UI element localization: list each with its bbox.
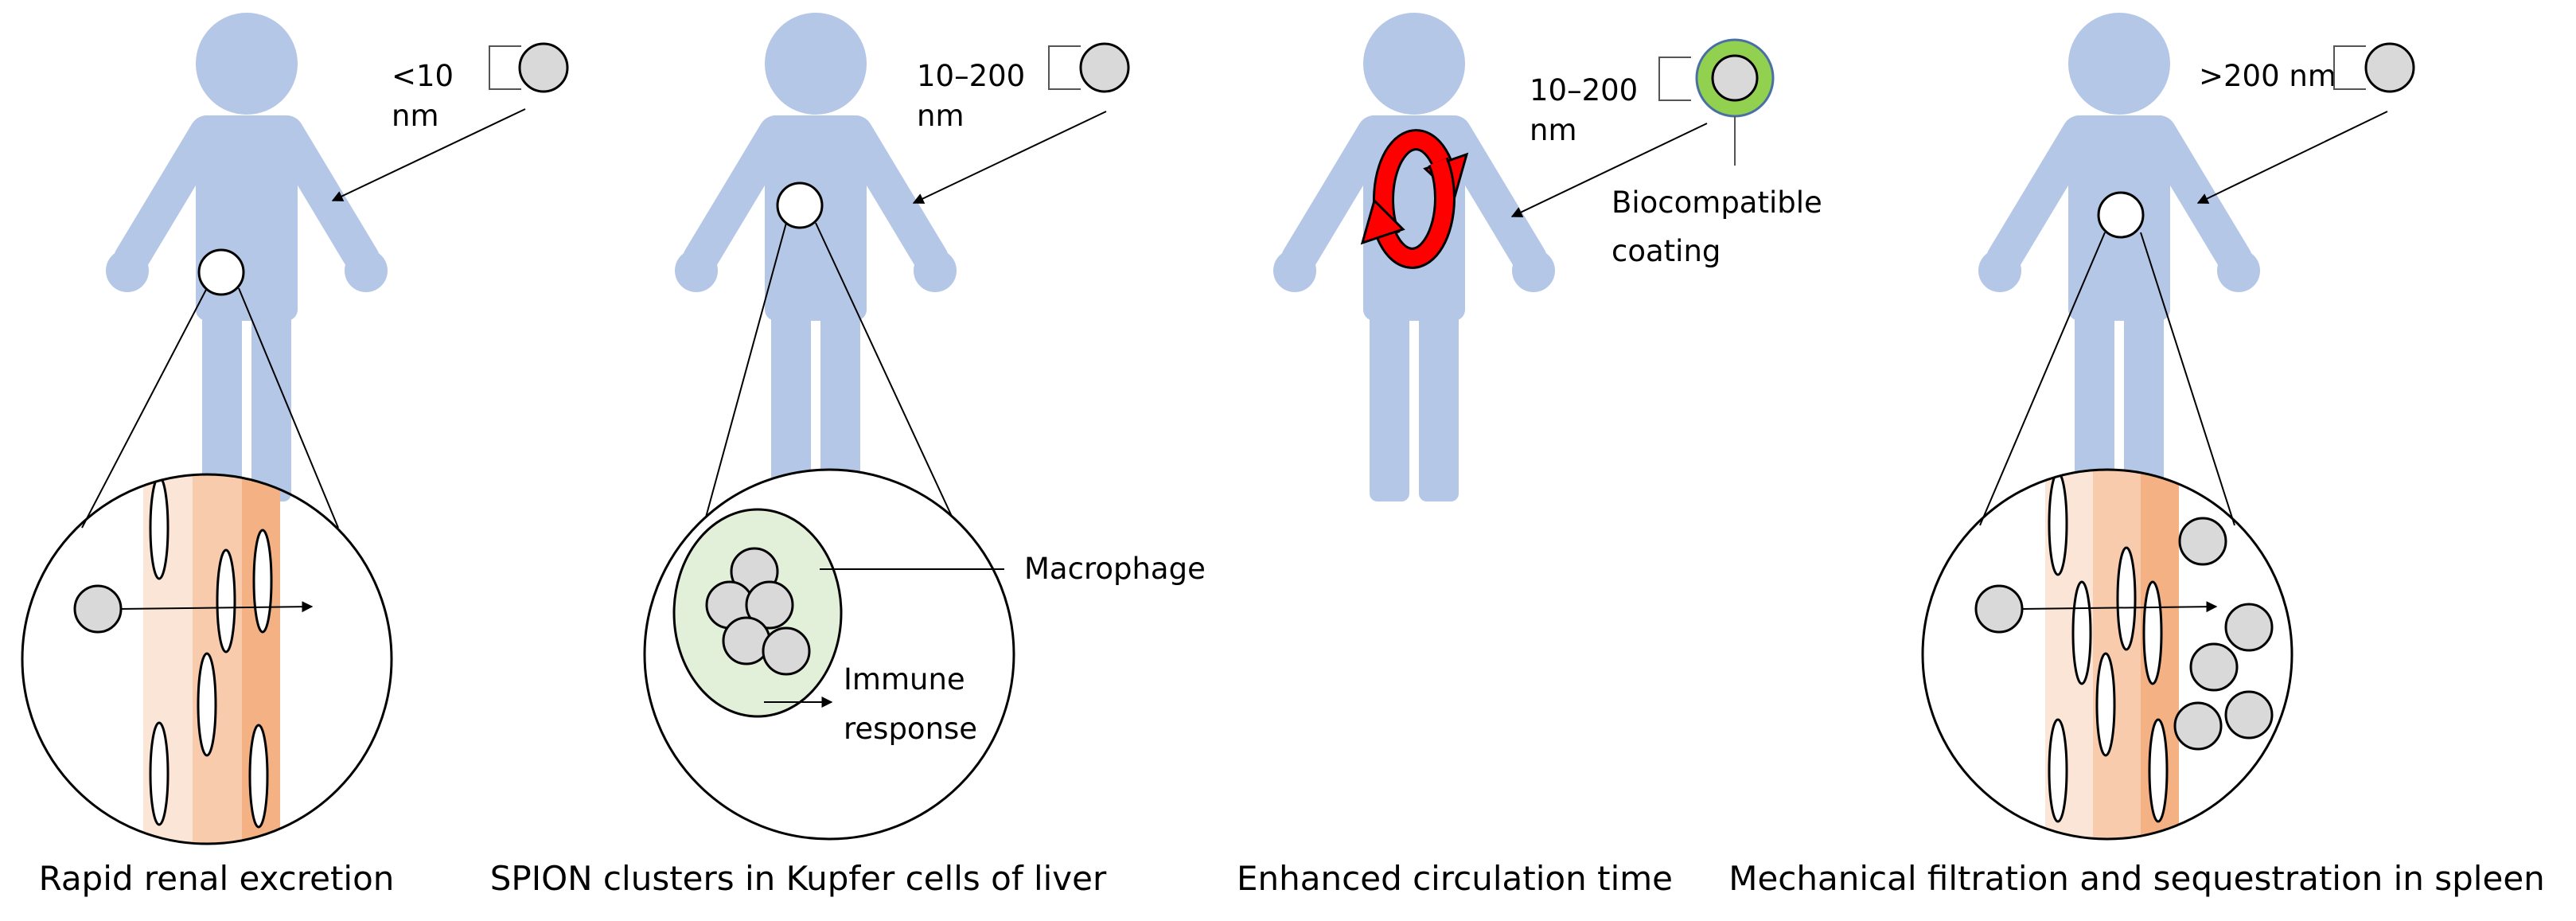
size-label-2-line2: nm	[917, 99, 965, 133]
size-bracket-2	[1048, 45, 1081, 90]
nanoparticle-4	[2364, 42, 2415, 93]
caption-1: Rapid renal excretion	[39, 859, 395, 898]
nanoparticle-core	[1711, 54, 1759, 102]
pointer-arrow-4	[2196, 111, 2388, 204]
nanoparticle-1	[518, 42, 569, 93]
macrophage-label: Macrophage	[1024, 552, 1206, 586]
caption-2: SPION clusters in Kupfer cells of liver	[490, 859, 1107, 898]
zoom-line-4a	[1979, 232, 2106, 526]
coating-label-line2: coating	[1611, 234, 1721, 268]
immune-response-label-line1: Immune	[844, 662, 965, 697]
panel-spleen: >200 nm	[1728, 13, 2545, 898]
zoom-line-2b	[815, 222, 960, 533]
nanoparticle-passing	[73, 584, 123, 634]
zoom-line-1a	[81, 287, 208, 529]
zoom-circle-liver	[643, 468, 1015, 841]
size-label-3-line2: nm	[1530, 113, 1577, 147]
size-label-4: >200 nm	[2199, 59, 2336, 93]
size-bracket-1	[489, 45, 521, 90]
panel-circulation: 10–200 nm Biocompatible coating Enhanced…	[1237, 13, 1822, 898]
zoom-circle-spleen	[1921, 468, 2293, 841]
zoom-line-2a	[701, 222, 787, 533]
human-figure-1	[106, 13, 388, 501]
zoom-line-4b	[2140, 232, 2235, 526]
liver-location-marker	[776, 181, 824, 229]
size-label-3-line1: 10–200	[1530, 73, 1638, 107]
size-label-2-line1: 10–200	[917, 59, 1025, 93]
caption-4: Mechanical filtration and sequestration …	[1728, 859, 2545, 898]
caption-3: Enhanced circulation time	[1237, 859, 1673, 898]
panel-renal: <10 nm Rapid renal excretion	[21, 13, 569, 898]
pointer-arrow-3	[1510, 123, 1708, 217]
human-figure-2	[675, 13, 957, 501]
zoom-line-1b	[238, 287, 339, 529]
immune-response-label-line2: response	[844, 712, 977, 746]
nanoparticle-2	[1079, 42, 1130, 93]
spleen-location-marker	[2097, 191, 2145, 239]
panel-liver: 10–200 nm Macrophage Immune response SPI…	[490, 13, 1206, 898]
size-label-1-line2: nm	[392, 99, 439, 133]
size-label-1-line1: <10	[392, 59, 454, 93]
size-bracket-4	[2333, 45, 2366, 90]
coating-label-line1: Biocompatible	[1611, 185, 1822, 220]
zoom-circle-kidney	[21, 473, 393, 845]
pointer-arrow-2	[912, 111, 1107, 204]
kidney-location-marker	[197, 248, 245, 296]
size-bracket-3	[1658, 57, 1691, 101]
circulation-arrows-icon	[1360, 129, 1469, 269]
pointer-arrow-1	[331, 108, 526, 201]
